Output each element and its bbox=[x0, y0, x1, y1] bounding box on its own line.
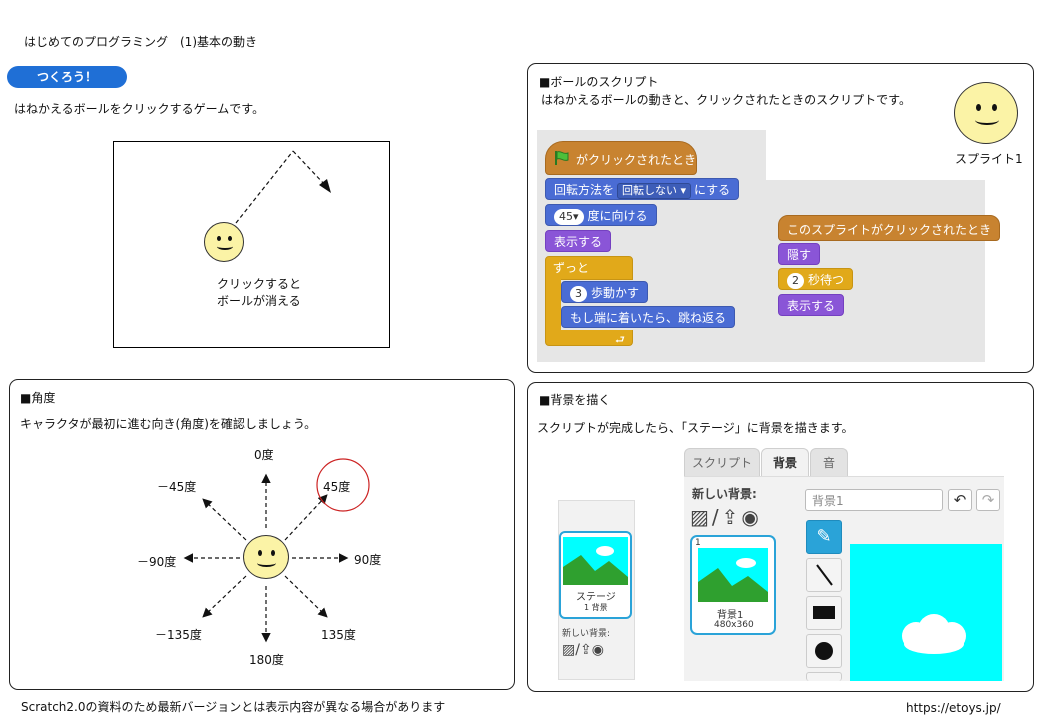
brush-tool-icon[interactable]: ✎ bbox=[806, 520, 842, 554]
game-caption-line1: クリックすると bbox=[217, 277, 302, 291]
label-45deg: 45度 bbox=[323, 480, 351, 494]
dropdown-arrow-icon: ▾ bbox=[680, 184, 687, 197]
arrow-head-icon bbox=[319, 179, 331, 193]
tab-backdrops[interactable]: 背景 bbox=[761, 448, 809, 476]
arrow-45 bbox=[284, 494, 328, 541]
angle-panel bbox=[9, 379, 515, 690]
new-backdrop-label: 新しい背景: bbox=[692, 487, 757, 501]
label-m90deg: －90度 bbox=[137, 555, 177, 569]
rotation-label-pre: 回転方法を bbox=[554, 183, 615, 197]
camera-icon[interactable]: ◉ bbox=[591, 642, 604, 658]
undo-icon[interactable]: ↶ bbox=[948, 489, 972, 511]
angle-description: キャラクタが最初に進む向き(角度)を確認しましょう。 bbox=[20, 417, 317, 431]
rectangle-tool-icon[interactable] bbox=[806, 596, 842, 630]
page-title: はじめてのプログラミング (1)基本の動き bbox=[24, 35, 257, 49]
arrow-m135 bbox=[202, 575, 247, 618]
green-flag-icon bbox=[554, 144, 570, 165]
cloud-shape bbox=[902, 614, 966, 654]
stage-preview-image bbox=[563, 537, 628, 585]
angle-heading: ■角度 bbox=[20, 391, 56, 405]
steps-input[interactable]: 3 bbox=[570, 286, 587, 302]
loop-arrow-icon: ⮐ bbox=[615, 333, 625, 346]
game-caption-line2: ボールが消える bbox=[217, 294, 301, 308]
forever-arm bbox=[545, 279, 561, 331]
label-0deg: 0度 bbox=[254, 448, 274, 462]
show-block-2[interactable]: 表示する bbox=[778, 294, 845, 316]
backdrop-preview-image bbox=[698, 548, 768, 602]
sprite-label: スプライト1 bbox=[955, 152, 1023, 166]
brush-icon-large[interactable]: / bbox=[711, 505, 722, 529]
brush-icon[interactable]: / bbox=[575, 642, 580, 658]
label-180deg: 180度 bbox=[249, 653, 284, 667]
thumb-name: 背景1 bbox=[717, 610, 744, 621]
tab-sounds[interactable]: 音 bbox=[810, 448, 848, 476]
new-backdrop-small-icons[interactable]: ▨/⇪◉ bbox=[562, 642, 604, 658]
bounce-path bbox=[235, 150, 331, 224]
make-description: はねかえるボールをクリックするゲームです。 bbox=[14, 102, 265, 116]
direction-arrows bbox=[183, 458, 370, 643]
thumb-index: 1 bbox=[695, 538, 701, 548]
arrow-135 bbox=[284, 575, 328, 618]
forever-label: ずっと bbox=[553, 261, 590, 275]
stage-label: ステージ bbox=[576, 592, 616, 603]
arrow-m45 bbox=[202, 498, 247, 541]
line-tool-icon[interactable] bbox=[806, 558, 842, 592]
wait-label: 秒待つ bbox=[808, 273, 845, 287]
backdrop-heading: ■背景を描く bbox=[539, 393, 611, 407]
move-steps-block[interactable]: 3 歩動かす bbox=[561, 281, 649, 303]
wait-block[interactable]: 2 秒待つ bbox=[778, 268, 854, 290]
text-tool-icon[interactable] bbox=[806, 672, 842, 681]
upload-icon[interactable]: ⇪ bbox=[579, 642, 592, 658]
highlight-circle-45 bbox=[316, 458, 370, 512]
direction-label: 度に向ける bbox=[587, 209, 648, 223]
ball-smiley-icon bbox=[204, 222, 244, 262]
paint-image-icon[interactable]: ▨ bbox=[562, 642, 576, 658]
hide-block[interactable]: 隠す bbox=[778, 243, 821, 265]
new-backdrop-small-label: 新しい背景: bbox=[562, 629, 611, 639]
label-m45deg: －45度 bbox=[157, 480, 197, 494]
backdrop-name-field[interactable] bbox=[805, 489, 943, 511]
forever-bottom bbox=[545, 330, 633, 346]
bounce-block[interactable]: もし端に着いたら、跳ね返る bbox=[561, 306, 736, 328]
label-90deg: 90度 bbox=[354, 553, 382, 567]
show-block[interactable]: 表示する bbox=[545, 230, 612, 252]
backdrop-description: スクリプトが完成したら、「ステージ」に背景を描きます。 bbox=[537, 421, 854, 435]
paint-image-icon-large[interactable]: ▨ bbox=[690, 505, 712, 529]
paint-canvas[interactable] bbox=[850, 544, 1002, 681]
upload-icon-large[interactable]: ⇪ bbox=[721, 505, 742, 529]
make-badge: つくろう！ bbox=[7, 66, 127, 88]
when-flag-clicked-block[interactable]: がクリックされたとき bbox=[545, 141, 697, 175]
point-in-direction-block[interactable]: 45▾度に向ける bbox=[545, 204, 657, 226]
tab-scripts[interactable]: スクリプト bbox=[684, 448, 760, 476]
rotation-label-post: にする bbox=[694, 183, 731, 197]
redo-icon[interactable]: ↷ bbox=[976, 489, 1000, 511]
label-135deg: 135度 bbox=[321, 628, 356, 642]
script-description: はねかえるボールの動きと、クリックされたときのスクリプトです。 bbox=[541, 93, 911, 107]
ellipse-tool-icon[interactable] bbox=[806, 634, 842, 668]
steps-label: 歩動かす bbox=[591, 286, 640, 300]
footer-note: Scratch2.0の資料のため最新バージョンとは表示内容が異なる場合があります bbox=[21, 700, 446, 714]
when-sprite-clicked-block[interactable]: このスプライトがクリックされたとき bbox=[778, 215, 1001, 241]
game-illustration bbox=[113, 141, 390, 348]
camera-icon-large[interactable]: ◉ bbox=[741, 505, 762, 529]
script-heading: ■ボールのスクリプト bbox=[539, 75, 659, 89]
footer-url[interactable]: https://etoys.jp/ bbox=[906, 701, 1001, 715]
wait-input[interactable]: 2 bbox=[787, 273, 804, 289]
new-backdrop-icons: ▨/⇪◉ bbox=[690, 505, 762, 529]
sprite1-smiley-icon bbox=[954, 82, 1018, 144]
rotation-option: 回転しない bbox=[622, 184, 678, 197]
character-smiley-icon bbox=[243, 535, 289, 579]
flag-clicked-label: がクリックされたとき bbox=[576, 153, 697, 167]
rotation-style-dropdown[interactable]: 回転しない ▾ bbox=[617, 183, 692, 199]
forever-block[interactable] bbox=[545, 256, 633, 280]
script-panel bbox=[527, 63, 1034, 373]
thumb-size: 480x360 bbox=[714, 620, 754, 630]
stage-sub: 1 背景 bbox=[584, 603, 608, 612]
backdrop-panel bbox=[527, 382, 1034, 692]
set-rotation-style-block[interactable]: 回転方法を回転しない ▾にする bbox=[545, 178, 740, 200]
label-m135deg: －135度 bbox=[155, 628, 202, 642]
direction-input[interactable]: 45▾ bbox=[554, 209, 584, 225]
